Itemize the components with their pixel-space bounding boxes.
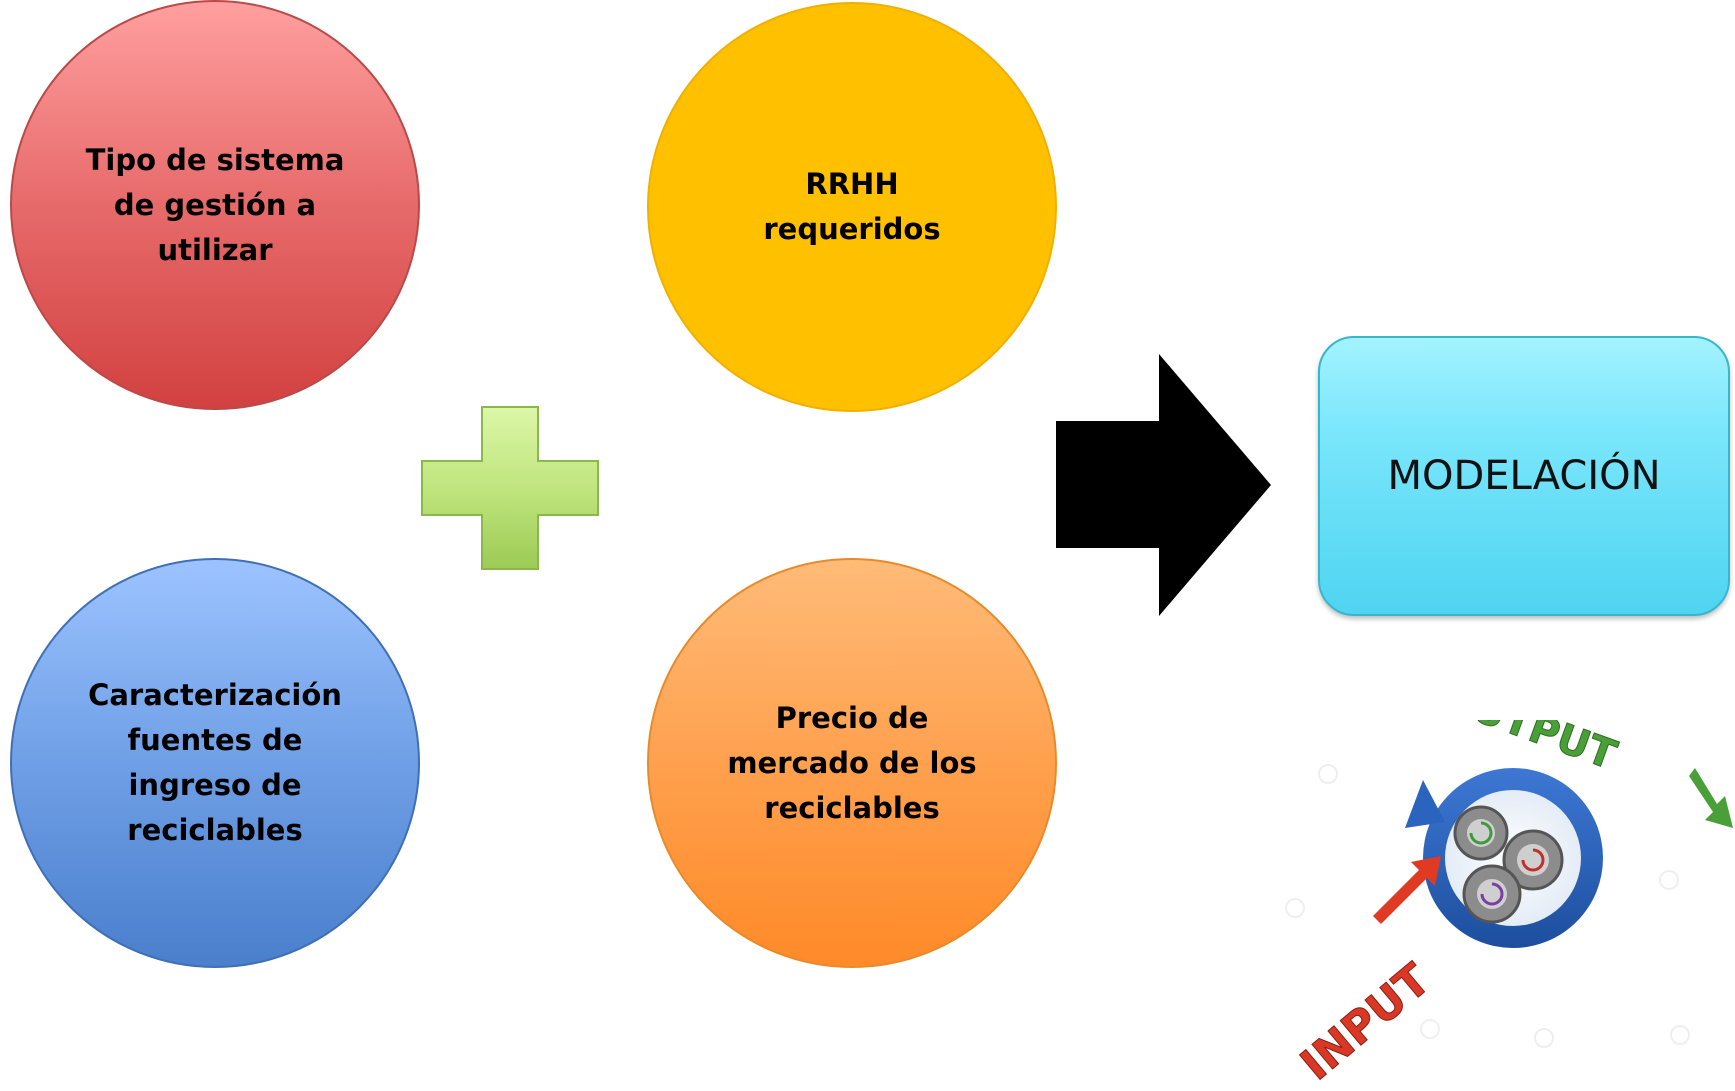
modelacion-label: MODELACIÓN <box>1387 453 1661 499</box>
input-circle-precio-mercado: Precio de mercado de los reciclables <box>647 558 1057 968</box>
input-circle-sistema-gestion-label: Tipo de sistema de gestión a utilizar <box>85 142 345 267</box>
input-circle-rrhh: RRHH requeridos <box>647 2 1057 412</box>
right-arrow-icon <box>1056 354 1271 616</box>
input-label: INPUT <box>1291 954 1440 1090</box>
plus-icon <box>421 406 599 570</box>
input-circle-caracterizacion: Caracterización fuentes de ingreso de re… <box>10 558 420 968</box>
input-output-gears-icon: INPUT OUTPUT <box>1285 720 1733 1091</box>
input-circle-caracterizacion-label: Caracterización fuentes de ingreso de re… <box>88 678 342 847</box>
input-circle-precio-mercado-label: Precio de mercado de los reciclables <box>727 700 977 825</box>
modelacion-box: MODELACIÓN <box>1318 336 1730 616</box>
input-circle-rrhh-label: RRHH requeridos <box>763 167 941 246</box>
input-circle-sistema-gestion: Tipo de sistema de gestión a utilizar <box>10 0 420 410</box>
